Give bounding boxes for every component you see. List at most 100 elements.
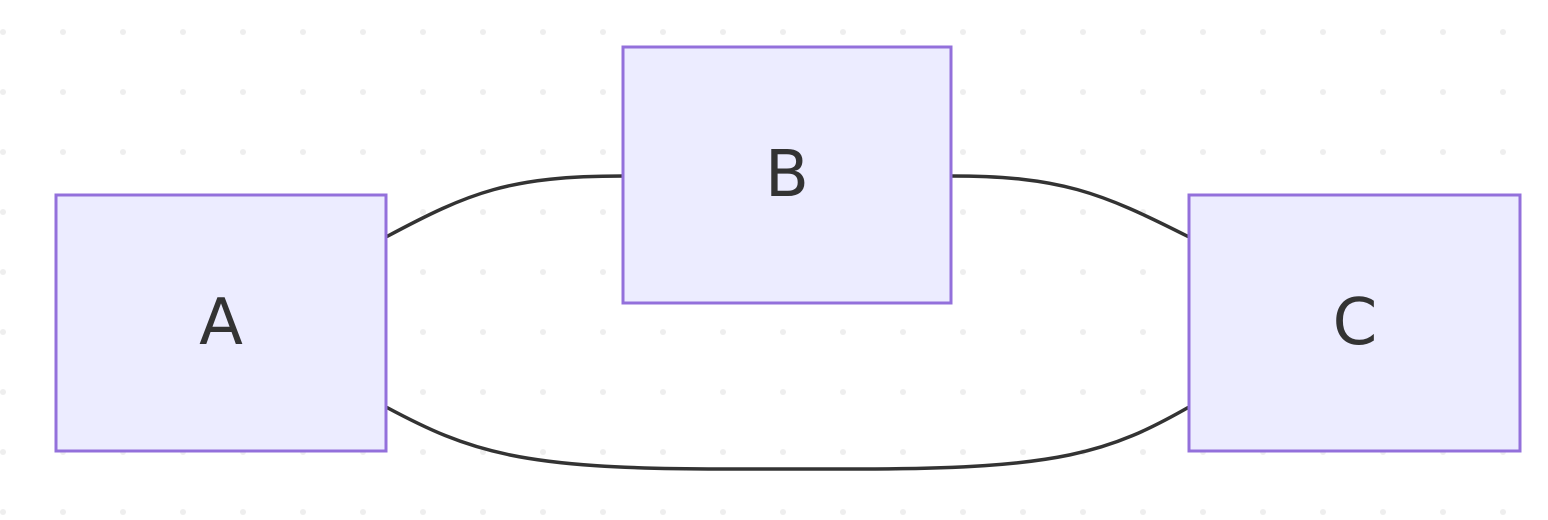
grid-dot <box>0 329 6 335</box>
grid-dot <box>840 509 846 515</box>
grid-dot <box>600 29 606 35</box>
grid-dot <box>300 509 306 515</box>
grid-dot <box>960 269 966 275</box>
grid-dot <box>360 89 366 95</box>
grid-dot <box>420 29 426 35</box>
grid-dot <box>1020 269 1026 275</box>
grid-dot <box>300 29 306 35</box>
grid-dot <box>1200 149 1206 155</box>
grid-dot <box>1380 29 1386 35</box>
grid-dot <box>1440 509 1446 515</box>
grid-dot <box>420 89 426 95</box>
grid-dot <box>780 509 786 515</box>
grid-dot <box>1440 29 1446 35</box>
grid-dot <box>420 149 426 155</box>
grid-dot <box>1020 29 1026 35</box>
grid-dot <box>660 29 666 35</box>
grid-dot <box>480 89 486 95</box>
grid-dot <box>480 389 486 395</box>
grid-dot <box>120 509 126 515</box>
grid-dot <box>1320 29 1326 35</box>
grid-dot <box>780 29 786 35</box>
grid-dot <box>1380 89 1386 95</box>
grid-dot <box>600 449 606 455</box>
grid-dot <box>60 509 66 515</box>
grid-dot <box>540 29 546 35</box>
grid-dot <box>540 149 546 155</box>
grid-dot <box>720 449 726 455</box>
grid-dot <box>480 269 486 275</box>
grid-dot <box>480 29 486 35</box>
grid-dot <box>180 509 186 515</box>
grid-dot <box>420 449 426 455</box>
node-a[interactable]: A <box>54 193 388 453</box>
grid-dot <box>1080 389 1086 395</box>
grid-dot <box>420 269 426 275</box>
grid-dot <box>600 269 606 275</box>
node-c[interactable]: C <box>1187 193 1522 453</box>
grid-dot <box>60 29 66 35</box>
grid-dot <box>1500 149 1506 155</box>
grid-dot <box>1080 29 1086 35</box>
grid-dot <box>660 329 666 335</box>
grid-dot <box>840 29 846 35</box>
grid-dot <box>660 449 666 455</box>
node-b[interactable]: B <box>621 45 953 305</box>
grid-dot <box>1020 149 1026 155</box>
node-c-label: C <box>1333 286 1378 360</box>
grid-dot <box>780 389 786 395</box>
grid-dot <box>1140 269 1146 275</box>
grid-dot <box>1320 149 1326 155</box>
grid-dot <box>180 29 186 35</box>
grid-dot <box>360 509 366 515</box>
grid-dot <box>1140 389 1146 395</box>
grid-dot <box>720 29 726 35</box>
grid-dot <box>1200 509 1206 515</box>
grid-dot <box>660 389 666 395</box>
grid-dot <box>780 329 786 335</box>
grid-dot <box>540 509 546 515</box>
grid-dot <box>1020 329 1026 335</box>
grid-dot <box>1380 149 1386 155</box>
grid-dot <box>540 329 546 335</box>
grid-dot <box>780 449 786 455</box>
grid-dot <box>0 269 6 275</box>
grid-dot <box>480 149 486 155</box>
grid-dot <box>1320 509 1326 515</box>
grid-dot <box>600 389 606 395</box>
grid-dot <box>120 89 126 95</box>
grid-dot <box>960 329 966 335</box>
grid-dot <box>960 29 966 35</box>
grid-dot <box>300 89 306 95</box>
grid-dot <box>1260 29 1266 35</box>
grid-dot <box>1320 89 1326 95</box>
grid-dot <box>1140 449 1146 455</box>
grid-dot <box>1440 89 1446 95</box>
grid-dot <box>420 209 426 215</box>
grid-dot <box>1140 329 1146 335</box>
grid-dot <box>840 449 846 455</box>
grid-dot <box>1020 89 1026 95</box>
grid-dot <box>1140 29 1146 35</box>
grid-dot <box>1080 329 1086 335</box>
grid-dot <box>180 149 186 155</box>
grid-dot <box>1080 509 1086 515</box>
grid-dot <box>420 329 426 335</box>
grid-dot <box>300 149 306 155</box>
grid-dot <box>1020 449 1026 455</box>
grid-dot <box>240 29 246 35</box>
grid-dot <box>720 389 726 395</box>
grid-dot <box>1080 269 1086 275</box>
grid-dot <box>180 89 186 95</box>
grid-dot <box>1500 29 1506 35</box>
grid-dot <box>600 329 606 335</box>
grid-dot <box>720 509 726 515</box>
node-a-label: A <box>199 286 243 360</box>
grid-dot <box>960 209 966 215</box>
grid-dot <box>1140 509 1146 515</box>
grid-dot <box>600 89 606 95</box>
grid-dot <box>1260 149 1266 155</box>
grid-dot <box>420 509 426 515</box>
grid-dot <box>840 389 846 395</box>
grid-dot <box>240 509 246 515</box>
